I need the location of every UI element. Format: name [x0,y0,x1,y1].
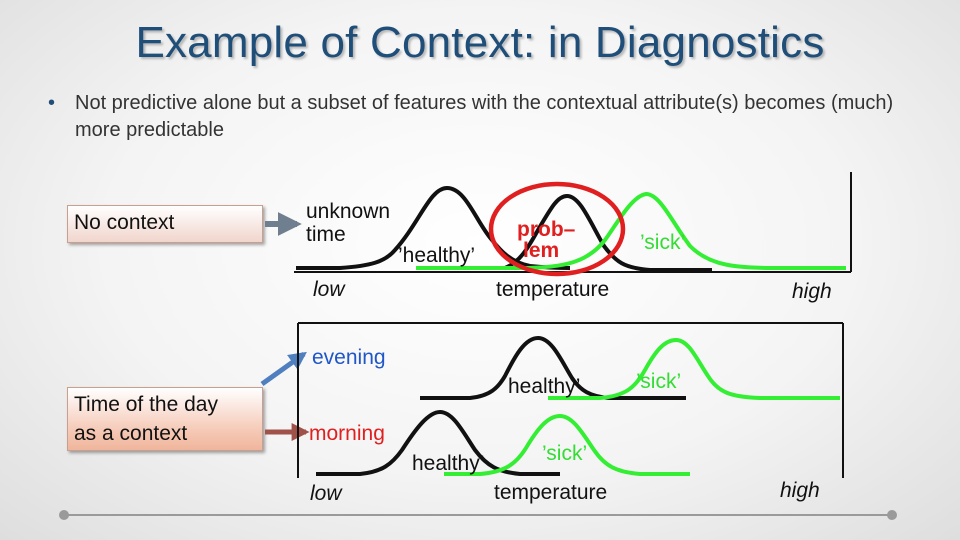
top-sick-label: ’sick’ [640,231,685,254]
top-x-low-label: low [313,278,346,301]
bullet-point: • Not predictive alone but a subset of f… [48,90,908,144]
morning-healthy-curve [316,409,560,476]
evening-healthy-curve [420,335,686,400]
top-x-high-label: high [792,280,832,303]
page-title: Example of Context: in Diagnostics [135,18,825,67]
evening-label: evening [312,346,386,369]
time-of-day-label-line2: as a context [74,422,188,445]
morning-label: morning [309,422,385,445]
morning-sick-label: ’sick’ [542,442,587,465]
top-y-label-line1: unknown [306,200,390,223]
evening-healthy-label: healthy’ [508,375,580,398]
bottom-x-high-label: high [780,479,820,502]
evening-sick-label: ’sick’ [636,370,681,393]
top-y-label-line2: time [306,223,346,246]
morning-sick-curve [444,413,690,476]
top-problem-label-line2: lem [523,239,559,262]
no-context-label-box: No context [67,205,263,243]
problem-highlight-circle [488,181,626,277]
morning-healthy-label: healthy’ [412,452,484,475]
top-sick-curve [416,191,846,270]
bottom-x-axis-label: temperature [494,481,607,504]
top-healthy-curve-2 [504,193,712,272]
top-x-axis-label: temperature [496,278,609,301]
footer-rule-left-dot [59,510,69,520]
time-of-day-label-line1: Time of the day [74,393,218,416]
no-context-label: No context [74,211,175,234]
top-healthy-label: ’healthy’ [398,244,475,267]
bullet-text: Not predictive alone but a subset of fea… [75,92,894,141]
footer-rule-right-dot [887,510,897,520]
bottom-x-low-label: low [310,482,343,505]
top-problem-label-line1: prob– [517,218,576,241]
time-of-day-label-box: Time of the day as a context [67,387,263,451]
bullet-marker: • [48,92,56,114]
evening-sick-curve [548,337,840,400]
footer-rule [64,514,892,516]
